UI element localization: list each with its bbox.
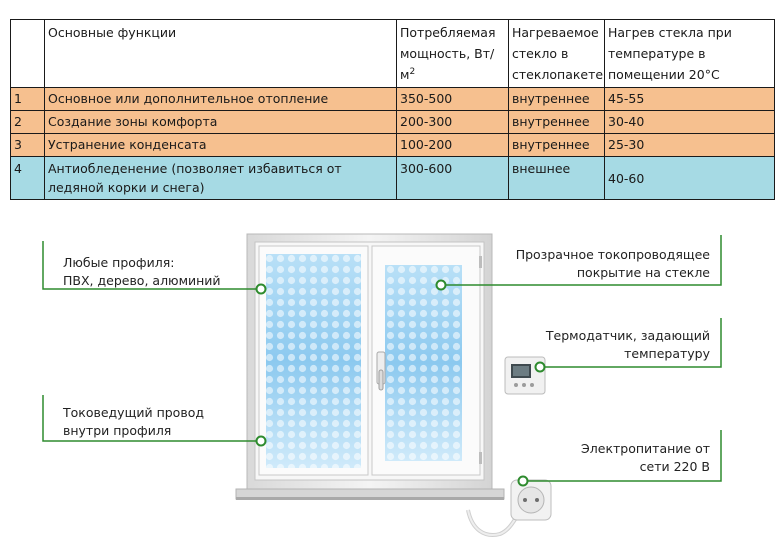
callout-lines [42,235,722,482]
power-socket-icon [466,479,552,537]
callout-line-profiles [42,241,261,290]
callout-line-coating [441,235,722,286]
header-num [10,19,45,88]
window-handle-icon [376,351,386,391]
cell-power: 300-600 [396,156,509,200]
cell-temp: 30-40 [604,110,775,134]
header-glass: Нагреваемое стекло в стеклопакете [508,19,605,88]
callout-marker [435,279,447,291]
table-row: 2 Создание зоны комфорта 200-300 внутрен… [10,110,775,134]
cell-glass: внутреннее [508,110,605,134]
cell-power: 200-300 [396,110,509,134]
callout-marker [517,475,529,487]
callout-marker [534,361,546,373]
glass-pane-left [266,254,361,468]
callout-wire: Токоведущий провод внутри профиля [63,405,204,438]
callout-power: Электропитание от сети 220 В [581,441,710,474]
cell-glass: внутреннее [508,87,605,111]
cell-function: Устранение конденсата [44,133,397,157]
callout-line-power [523,430,722,482]
callout-marker [255,435,267,447]
callout-markers [255,279,546,487]
callout-thermostat: Термодатчик, задающий температуру [545,328,710,361]
table-row: 3 Устранение конденсата 100-200 внутренн… [10,133,775,157]
cell-num: 4 [10,156,45,200]
callout-marker [255,283,267,295]
cell-glass: внешнее [508,156,605,200]
window-sill [235,488,505,500]
callout-line-wire [42,395,261,442]
cell-glass: внутреннее [508,133,605,157]
cell-power: 350-500 [396,87,509,111]
table-row: 1 Основное или дополнительное отопление … [10,87,775,111]
cell-function: Антиобледенение (позволяет избавиться от… [44,156,397,200]
callout-profiles: Любые профиля: ПВХ, дерево, алюминий [63,255,221,288]
glass-pane-right [385,265,462,461]
cell-temp: 25-30 [604,133,775,157]
callout-line-thermostat [540,318,722,368]
table-row: 4 Антиобледенение (позволяет избавиться … [10,156,775,200]
cell-function: Основное или дополнительное отопление [44,87,397,111]
cell-function: Создание зоны комфорта [44,110,397,134]
cell-temp: 45-55 [604,87,775,111]
cell-power: 100-200 [396,133,509,157]
cell-temp: 40-60 [604,156,775,200]
callout-coating: Прозрачное токопроводящее покрытие на ст… [515,247,710,280]
functions-table: Основные функции Потребляемая мощность, … [10,19,775,200]
cell-num: 3 [10,133,45,157]
cell-num: 1 [10,87,45,111]
